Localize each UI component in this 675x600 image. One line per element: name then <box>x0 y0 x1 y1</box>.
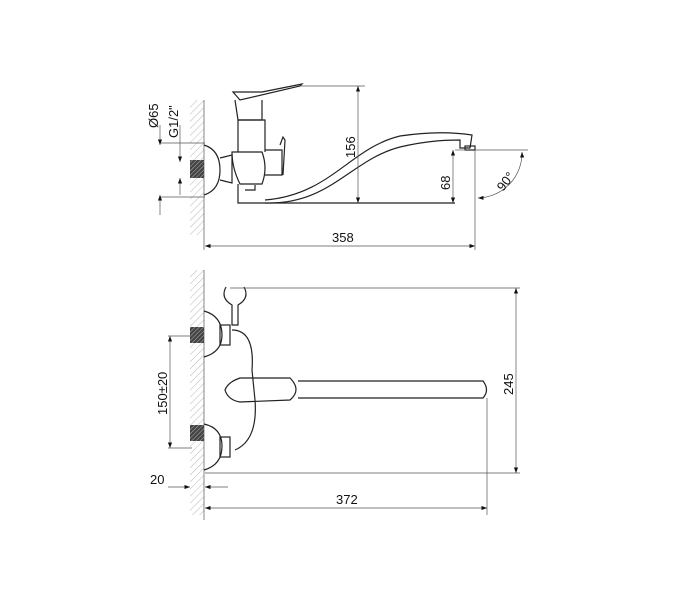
angle-label: 90° <box>494 169 518 194</box>
upper-thread <box>190 327 204 343</box>
cartridge-body <box>237 119 266 152</box>
lower-nut <box>219 436 231 458</box>
lever-handle <box>231 83 304 121</box>
aerator <box>464 145 476 151</box>
eccentric-nut <box>219 154 233 184</box>
wall-flange <box>203 144 221 196</box>
spout-height-label: 68 <box>438 176 453 190</box>
shower-holder <box>223 286 247 326</box>
diverter-knob <box>265 135 286 176</box>
wall-hatch <box>190 270 204 515</box>
length-label: 372 <box>336 492 358 507</box>
upper-flange <box>203 310 223 358</box>
mixer-body <box>231 329 256 451</box>
lower-flange <box>203 423 223 471</box>
upper-nut <box>219 324 231 346</box>
lower-thread <box>190 425 204 441</box>
spacing-label: 150±20 <box>155 372 170 415</box>
base-line <box>237 184 455 204</box>
spout <box>264 132 473 204</box>
depth-label: 245 <box>501 373 516 395</box>
side-view: Ø65 G1/2" 156 68 90° 358 <box>146 83 528 250</box>
spout-top <box>298 380 488 399</box>
thread-label: G1/2" <box>166 105 181 138</box>
length-label: 358 <box>332 230 354 245</box>
valve-body <box>231 151 266 185</box>
lever-top <box>224 377 297 403</box>
diameter-label: Ø65 <box>146 103 161 128</box>
wall-offset-label: 20 <box>150 472 164 487</box>
thread-connector <box>190 160 204 178</box>
top-view: 245 150±20 372 20 <box>150 270 520 520</box>
height-label: 156 <box>343 136 358 158</box>
